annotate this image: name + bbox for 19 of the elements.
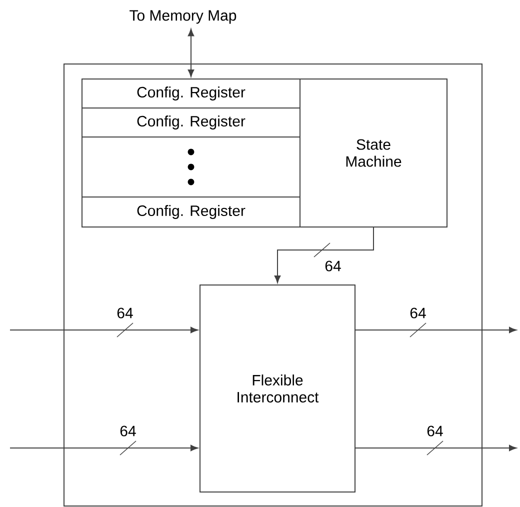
arrow <box>274 227 374 284</box>
arrow <box>355 326 516 334</box>
edge-label: 64 <box>116 306 134 320</box>
edge-label: 64 <box>118 424 138 438</box>
block-box: Flexible Interconnect <box>200 284 356 492</box>
register-box <box>82 136 300 198</box>
edge-label: 64 <box>426 424 444 438</box>
arrow <box>10 444 198 452</box>
edge-label: 64 <box>408 306 428 320</box>
register-box: Config. Register <box>82 196 300 228</box>
register-box: Config. Register <box>82 108 300 138</box>
arrow <box>188 28 194 77</box>
register-box: Config. Register <box>82 78 300 108</box>
outer-box <box>64 64 482 506</box>
edge-label: 64 <box>324 260 342 272</box>
block-box: State Machine <box>300 78 448 228</box>
port-label: To Memory Map <box>130 10 236 24</box>
arrow <box>355 444 516 452</box>
arrow <box>10 326 198 334</box>
